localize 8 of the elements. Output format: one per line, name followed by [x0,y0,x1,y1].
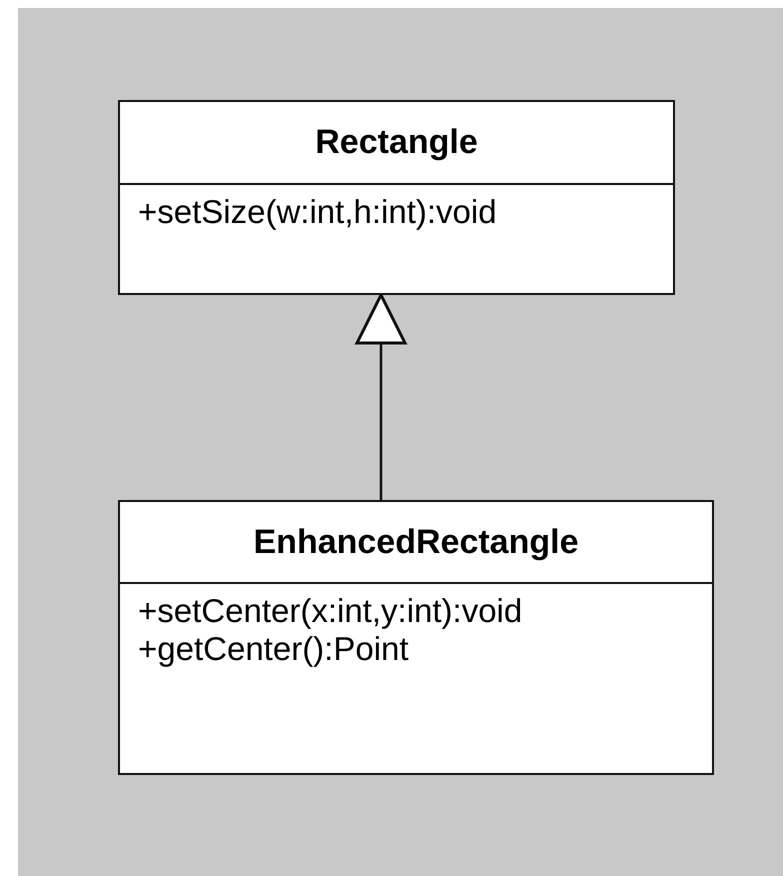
class-name: EnhancedRectangle [254,522,578,562]
method-signature: +getCenter():Point [138,630,409,668]
class-name: Rectangle [315,123,478,162]
class-box [118,100,675,295]
method-signature: +setSize(w:int,h:int):void [138,193,497,231]
class-box [118,500,714,775]
method-signature: +setCenter(x:int,y:int):void [138,592,522,630]
generalization-arrow [356,294,406,500]
